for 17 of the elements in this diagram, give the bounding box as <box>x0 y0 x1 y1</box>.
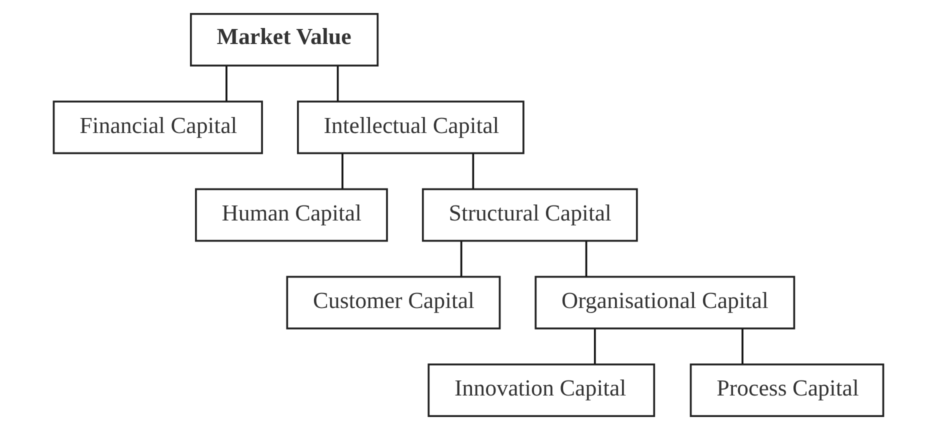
node-box: Human Capital <box>194 188 388 242</box>
connector <box>584 241 587 276</box>
connector <box>225 66 227 102</box>
connector <box>460 241 462 276</box>
node-box: Financial Capital <box>52 100 262 154</box>
node-box: Process Capital <box>689 363 884 418</box>
connector <box>341 154 343 189</box>
node-box: Organisational Capital <box>534 276 795 330</box>
node-box: Innovation Capital <box>427 363 655 418</box>
node-box: Customer Capital <box>286 276 500 330</box>
node-box: Structural Capital <box>421 188 638 242</box>
connector <box>741 328 743 364</box>
node-box: Market Value <box>189 12 378 67</box>
node-box: Intellectual Capital <box>296 100 524 154</box>
connector <box>336 66 338 102</box>
connector <box>593 328 596 364</box>
connector <box>472 154 474 189</box>
